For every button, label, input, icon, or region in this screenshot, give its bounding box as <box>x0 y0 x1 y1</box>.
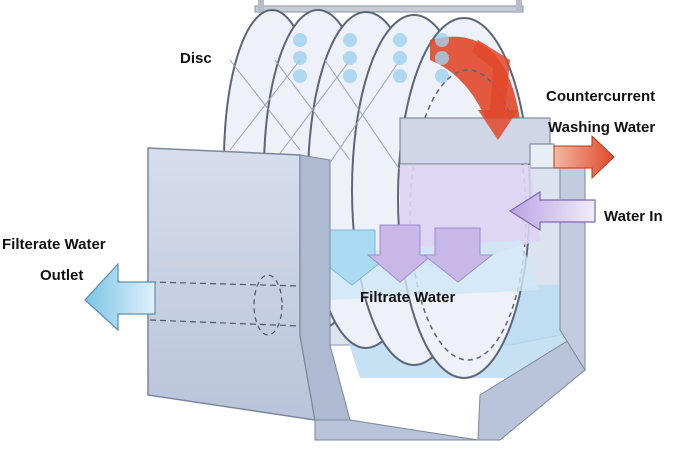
filterate-water-label: Filterate Water <box>2 236 106 253</box>
wash-flow-arrow <box>472 40 518 140</box>
disc-label: Disc <box>180 50 212 67</box>
countercurrent-label: Countercurrent <box>546 88 656 105</box>
outlet-arrow <box>84 262 156 332</box>
top-rail <box>254 0 524 13</box>
washing-water-label: Washing Water <box>548 119 656 136</box>
filtrate-channel <box>305 224 540 300</box>
filtrate-water-label: Filtrate Water <box>360 289 456 306</box>
washing-water-arrow <box>553 134 615 180</box>
front-housing <box>147 147 586 441</box>
water-in-arrow <box>508 190 596 232</box>
outlet-label: Outlet <box>40 267 84 284</box>
water-in-label: Water In <box>604 208 663 225</box>
